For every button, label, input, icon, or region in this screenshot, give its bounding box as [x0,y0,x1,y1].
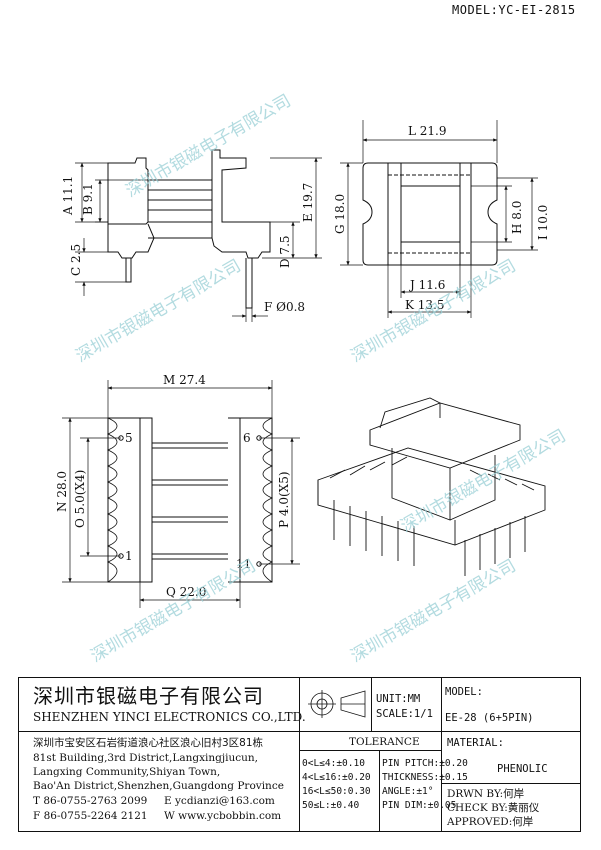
technical-drawing: A 11.1 B 9.1 C 2.5 D 7.5 E 19.7 F Ø0.8 [55,120,550,608]
website: W www.ycbobbin.com [164,810,282,822]
dim-a: A 11.1 [61,176,75,216]
front-view [362,162,498,266]
dim-e: E 19.7 [301,183,315,222]
dim-b: B 9.1 [81,183,95,215]
dim-q: Q 22.0 [166,585,206,599]
side-view [107,149,271,309]
email: E ycdianzi@163.com [164,795,275,807]
material-label: MATERIAL: [447,737,504,749]
tolerance-4: 50≤L:±0.40 [302,800,360,811]
title-block: 深圳市银磁电子有限公司 SHENZHEN YINCI ELECTRONICS C… [18,677,581,832]
model-field-value: EE-28 (6+5PIN) [445,712,534,724]
model-label: MODEL:YC-EI-2815 [452,3,576,17]
material-value: PHENOLIC [497,763,548,775]
dim-o: O 5.0(X4) [73,470,87,528]
dim-h: H 8.0 [510,201,524,234]
tolerance-title: TOLERANCE [349,736,420,748]
angle: ANGLE:±1° [382,786,434,797]
pin-pitch: PIN PITCH:±0.20 [382,758,468,769]
dim-l: L 21.9 [408,124,447,138]
front-view-dimensions [340,120,538,318]
address-line-1: 81st Building,3rd District,Langxingjiucu… [33,752,258,764]
dim-d: D 7.5 [278,235,292,268]
front-view-labels: L 21.9 G 18.0 H 8.0 I 10.0 J 11.6 K 13.5 [333,124,550,312]
projection-symbol [308,690,366,718]
bottom-view-labels: M 27.4 N 28.0 O 5.0(X4) P 4.0(X5) Q 22.0… [55,373,291,599]
dim-j: J 11.6 [408,278,445,292]
approved-by: APPROVED:何岸 [447,816,534,828]
pin-dim: PIN DIM:±0.05 [382,800,457,811]
phone: T 86-0755-2763 2099 [33,795,148,807]
side-view-labels: A 11.1 B 9.1 C 2.5 D 7.5 E 19.7 F Ø0.8 [61,176,315,314]
thickness: THICKNESS:±0.15 [382,772,468,783]
tolerance-2: 4<L≤16:±0.20 [302,772,371,783]
address-cn: 深圳市宝安区石岩街道浪心社区浪心旧村3区81栋 [33,737,264,749]
fax: F 86-0755-2264 2121 [33,810,148,822]
dim-i: I 10.0 [536,205,550,240]
dim-p: P 4.0(X5) [277,471,291,528]
dim-g: G 18.0 [333,194,347,234]
pin-6: 6 [243,431,251,445]
bottom-view-dimensions [62,380,300,608]
pin-11: 11 [236,557,251,571]
side-view-dimensions [75,157,322,322]
pin-5: 5 [125,431,133,445]
dim-f: F Ø0.8 [264,300,305,314]
dim-c: C 2.5 [69,244,83,276]
company-name-en: SHENZHEN YINCI ELECTRONICS CO.,LTD. [33,710,306,724]
dim-k: K 13.5 [405,298,445,312]
tolerance-1: 0<L≤4:±0.10 [302,758,365,769]
tolerance-3: 16<L≤50:0.30 [302,786,371,797]
address-line-3: Bao'An District,Shenzhen,Guangdong Provi… [33,780,284,792]
checked-by: CHECK BY:黄丽仪 [447,802,540,814]
scale-label: SCALE:1/1 [376,708,433,720]
dim-n: N 28.0 [55,471,69,512]
pin-1: 1 [125,549,133,563]
bottom-view [107,417,273,583]
dim-m: M 27.4 [163,373,206,387]
unit-label: UNIT:MM [376,693,421,705]
company-name-cn: 深圳市银磁电子有限公司 [33,684,264,708]
drawn-by: DRWN BY:何岸 [447,788,525,800]
isometric-view [317,397,546,576]
address-line-2: Langxing Community,Shiyan Town, [33,766,221,778]
model-field-label: MODEL: [445,686,483,698]
